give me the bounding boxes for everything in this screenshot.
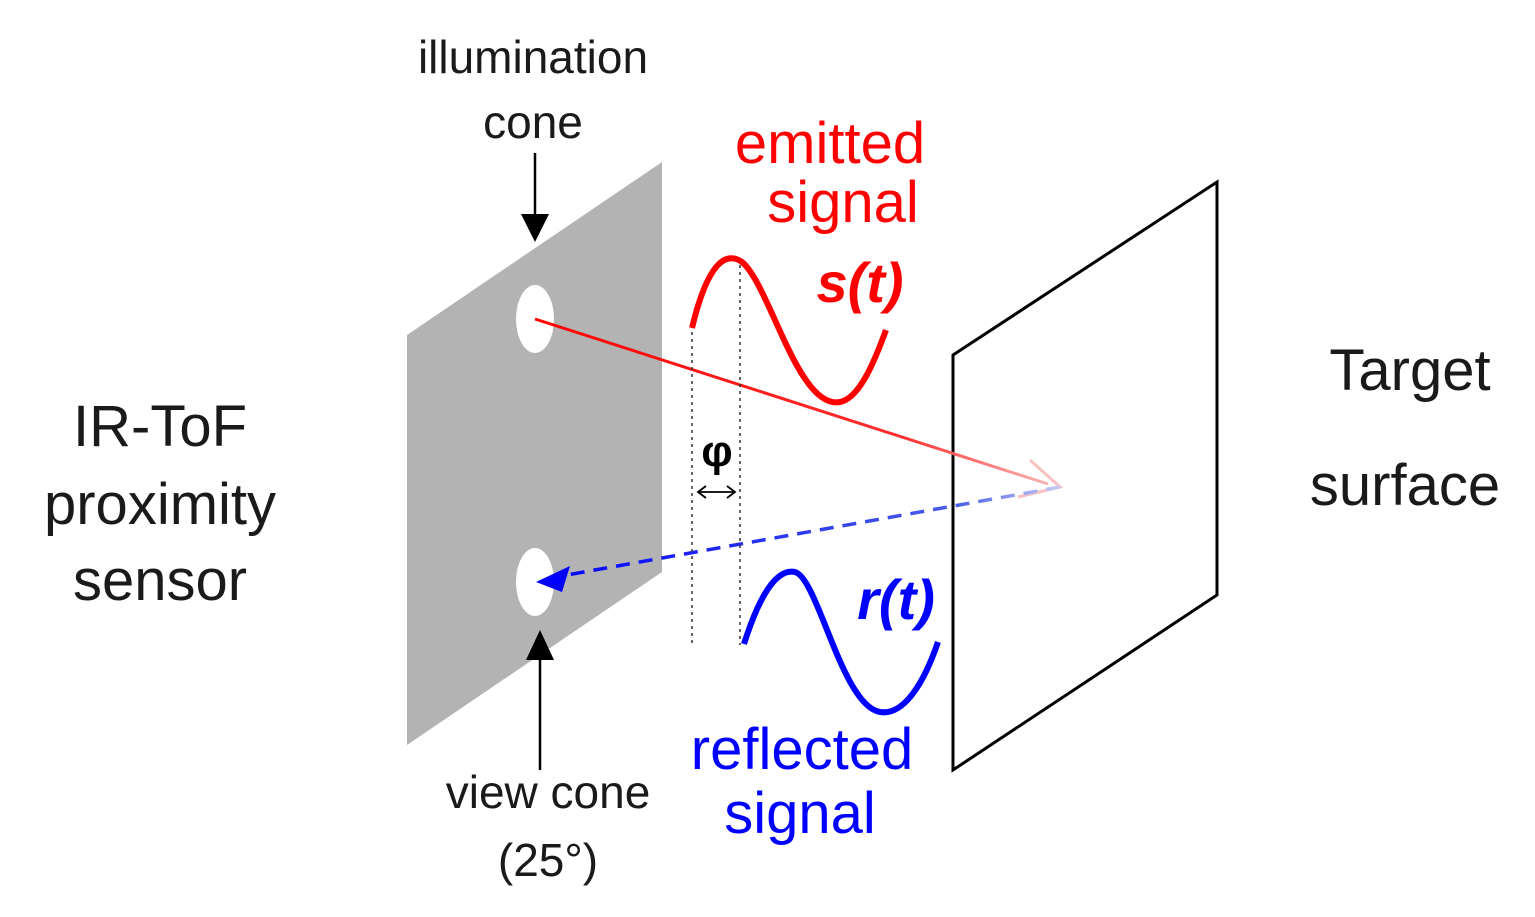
reflected-signal-label-line2: signal xyxy=(724,781,876,846)
reflected-signal-label-line1: reflected xyxy=(691,717,913,782)
emitted-signal-label-line2: signal xyxy=(767,170,919,235)
view-cone-label-line2: (25°) xyxy=(498,834,598,886)
target-surface-label-line2: surface xyxy=(1310,453,1500,518)
illumination-cone-label-line1: illumination xyxy=(418,31,648,83)
reflected-ray-arrow xyxy=(536,485,1061,592)
sensor-label-line1: IR-ToF xyxy=(73,394,247,459)
target-surface xyxy=(951,179,1219,773)
receiver-aperture xyxy=(516,548,554,616)
view-cone-label-line1: view cone xyxy=(446,766,651,818)
emitted-signal-formula: s(t) xyxy=(816,251,903,314)
phase-measure-arrow xyxy=(696,485,737,499)
reflected-signal-formula: r(t) xyxy=(857,568,935,631)
phase-symbol: φ xyxy=(701,427,732,476)
illumination-cone-label-line2: cone xyxy=(483,96,583,148)
view-cone-pointer-arrow xyxy=(526,630,554,770)
sensor-label-line2: proximity xyxy=(44,472,276,537)
illumination-pointer-arrow xyxy=(521,153,549,242)
reflected-signal-wave xyxy=(741,568,941,716)
target-surface-label-line1: Target xyxy=(1329,338,1490,403)
emitted-signal-label-line1: emitted xyxy=(735,111,925,176)
emitted-signal-wave xyxy=(689,255,889,406)
sensor-label-line3: sensor xyxy=(73,548,247,613)
sensor-panel xyxy=(407,162,662,745)
